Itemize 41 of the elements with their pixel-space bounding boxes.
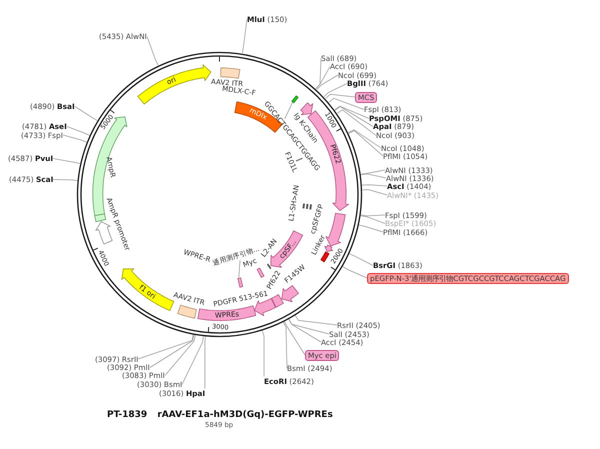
leader-line (62, 134, 87, 143)
leader-line (342, 266, 368, 278)
leader-line (242, 18, 248, 54)
leader-line (316, 74, 338, 90)
leader-line (315, 66, 330, 90)
leader-line (182, 335, 204, 385)
leader-line (362, 189, 388, 196)
leader-line (52, 179, 78, 181)
leader-line (66, 126, 90, 136)
leader-line (288, 318, 330, 334)
leader-line (348, 130, 384, 156)
leader-line (360, 170, 386, 175)
leader-line (284, 102, 294, 120)
leader-line (288, 318, 322, 342)
leader-line (360, 215, 386, 224)
leader-line (262, 330, 264, 377)
map-title: PT-1839 rAAV-EF1a-hM3D(Gq)-EGFP-WPREs (107, 410, 333, 421)
leader-line (348, 253, 374, 266)
leader-line (138, 334, 194, 360)
leader-line (204, 336, 206, 389)
leader-line (334, 106, 370, 119)
leader-line (336, 109, 376, 136)
leader-line (164, 334, 196, 376)
leader-line (150, 334, 194, 368)
leader-line (282, 321, 288, 369)
leader-line (328, 98, 364, 110)
leader-line (360, 214, 386, 216)
leader-line (325, 94, 356, 99)
leader-line (362, 184, 388, 186)
leader-line (146, 36, 158, 66)
leader-line (238, 260, 240, 278)
leader-line (334, 106, 374, 127)
leader-line (315, 58, 322, 90)
leader-line (348, 129, 382, 148)
leader-line (52, 158, 80, 164)
leader-line (284, 320, 306, 356)
leader-line (324, 83, 348, 98)
leader-line (294, 314, 338, 326)
leader-line (360, 173, 386, 178)
leader-line (74, 106, 98, 121)
leader-line (358, 224, 384, 232)
